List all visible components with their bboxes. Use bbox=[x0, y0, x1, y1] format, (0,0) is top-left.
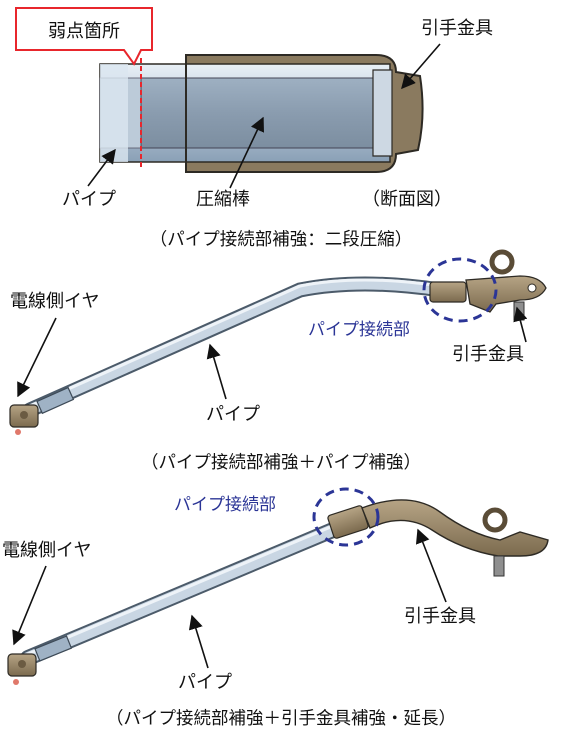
extended-fitting-diagram: パイプ接続部 電線側イヤ 引手金具 パイプ （パイプ接続部補強＋引手金具補強・延… bbox=[2, 487, 549, 729]
rod-arrow bbox=[229, 116, 264, 189]
pipe-joint-2 bbox=[429, 281, 467, 303]
ear-label-3: 電線側イヤ bbox=[2, 540, 91, 561]
fitting-arrow-3 bbox=[415, 528, 447, 603]
pipe-label-2: パイプ bbox=[206, 404, 260, 425]
caption-1: （パイプ接続部補強：二段圧縮） bbox=[150, 230, 413, 250]
pipe-2-highlight bbox=[28, 278, 442, 408]
compression-rod bbox=[140, 77, 374, 149]
fitting-3-eye bbox=[482, 507, 508, 533]
pipe-arrow-1 bbox=[87, 148, 116, 187]
section-label: （断面図） bbox=[362, 189, 452, 210]
weak-point-label: 弱点箇所 bbox=[48, 21, 120, 42]
fitting-arrow-2 bbox=[513, 306, 528, 343]
fitting-label-3: 引手金具 bbox=[404, 606, 476, 627]
pipe-2-surface bbox=[24, 278, 446, 416]
ear-arrow-2 bbox=[17, 317, 57, 398]
fitting-2 bbox=[465, 249, 547, 321]
fitting-3-bolt bbox=[493, 555, 505, 577]
fitting-arrow-1 bbox=[401, 43, 441, 90]
fitting-3 bbox=[361, 499, 549, 557]
pipe-label-1: パイプ bbox=[62, 189, 116, 210]
caption-3: （パイプ接続部補強＋引手金具補強・延長） bbox=[106, 709, 456, 729]
pipe-arrow-3 bbox=[188, 614, 209, 669]
ear-label-2: 電線側イヤ bbox=[10, 291, 99, 312]
joint-highlight-3 bbox=[312, 487, 380, 547]
pipe-label-3: パイプ bbox=[178, 672, 232, 693]
wire-ear-3 bbox=[7, 653, 37, 685]
weak-point-callout bbox=[15, 7, 153, 66]
end-cap bbox=[372, 69, 393, 157]
fitting-label-2: 引手金具 bbox=[452, 344, 524, 365]
pipe-3-highlight bbox=[26, 516, 354, 656]
cross-section-diagram: 弱点箇所 引手金具 パイプ 圧縮棒 （断面図） （パイプ接続部補強：二段圧縮） bbox=[15, 7, 493, 250]
rod-label: 圧縮棒 bbox=[196, 189, 250, 210]
ear-arrow-3 bbox=[12, 565, 47, 646]
joint-highlight-2 bbox=[422, 257, 498, 323]
pipe-3-surface bbox=[22, 516, 358, 664]
pipe-arrow-2 bbox=[206, 343, 227, 400]
pipe-2-sleeve bbox=[36, 386, 75, 415]
pipe-3-sleeve bbox=[34, 635, 73, 662]
wire-ear-2 bbox=[9, 404, 39, 435]
pipe-bevel bbox=[100, 64, 128, 162]
joint-label-2: パイプ接続部 bbox=[308, 320, 410, 340]
caption-2: （パイプ接続部補強＋パイプ補強） bbox=[141, 453, 421, 473]
reinforced-pipe-diagram: 電線側イヤ パイプ接続部 引手金具 パイプ （パイプ接続部補強＋パイプ補強） bbox=[9, 249, 547, 473]
fitting-label-1: 引手金具 bbox=[421, 18, 493, 39]
joint-label-3: パイプ接続部 bbox=[174, 495, 276, 515]
